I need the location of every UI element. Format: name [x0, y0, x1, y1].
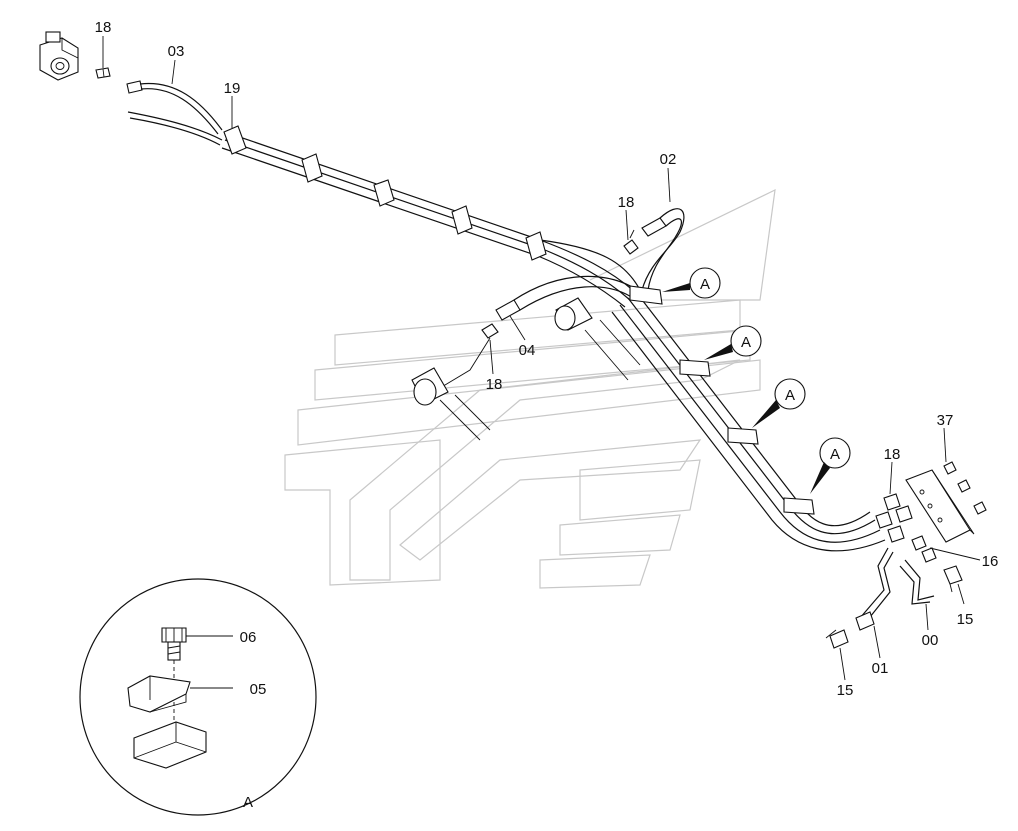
- fitting-18-mid-icon: [623, 229, 639, 255]
- label-15-right: 15: [957, 611, 974, 628]
- callout-letter: A: [700, 276, 710, 293]
- label-05: 05: [250, 681, 267, 698]
- pipe-run: [221, 131, 641, 308]
- label-00: 00: [922, 632, 939, 649]
- leader-lines: [102, 36, 981, 681]
- elbow-15-bottom-icon: [825, 629, 849, 649]
- hose-03: [126, 80, 223, 146]
- clamp-19: [223, 125, 247, 155]
- fitting-18-low-icon: [439, 323, 499, 389]
- label-37: 37: [937, 412, 954, 429]
- label-19: 19: [224, 80, 241, 97]
- callout-letter: A: [785, 387, 795, 404]
- fitting-16-icon: [911, 535, 937, 563]
- tube-00: [899, 559, 935, 605]
- hose-04: [495, 275, 641, 321]
- callout-letter: A: [830, 446, 840, 463]
- label-16: 16: [982, 553, 999, 570]
- label-18-mid: 18: [618, 194, 635, 211]
- label-15-bottom: 15: [837, 682, 854, 699]
- tube-01: [855, 547, 894, 631]
- callout-letter: A: [741, 334, 751, 351]
- hose-02: [641, 208, 685, 291]
- callout-a-1: A: [662, 267, 721, 299]
- part-labels: 18 03 19 02 18 04 18 37 18 16 15 00 01 1…: [95, 19, 999, 699]
- detail-view-a: A: [79, 578, 317, 816]
- label-18-right: 18: [884, 446, 901, 463]
- fitting-18-top-icon: [95, 67, 111, 79]
- label-06: 06: [240, 629, 257, 646]
- detail-label: A: [243, 794, 253, 811]
- bundle-clamp: [629, 285, 815, 515]
- label-03: 03: [168, 43, 185, 60]
- elbow-15-right-icon: [943, 565, 963, 593]
- manifold-block-icon: [905, 461, 987, 543]
- fitting-cluster-18: [875, 493, 913, 543]
- valve-component-icon: [39, 31, 79, 81]
- label-18-low: 18: [486, 376, 503, 393]
- callout-a-4: A: [810, 437, 851, 494]
- callout-a-2: A: [704, 325, 762, 360]
- label-18-top: 18: [95, 19, 112, 36]
- clamp: [301, 153, 547, 261]
- label-01: 01: [872, 660, 889, 677]
- cylinder-port-icon: [411, 297, 641, 441]
- watermark: [284, 188, 776, 589]
- callout-a-3: A: [752, 378, 806, 428]
- label-02: 02: [660, 151, 677, 168]
- label-04: 04: [519, 342, 536, 359]
